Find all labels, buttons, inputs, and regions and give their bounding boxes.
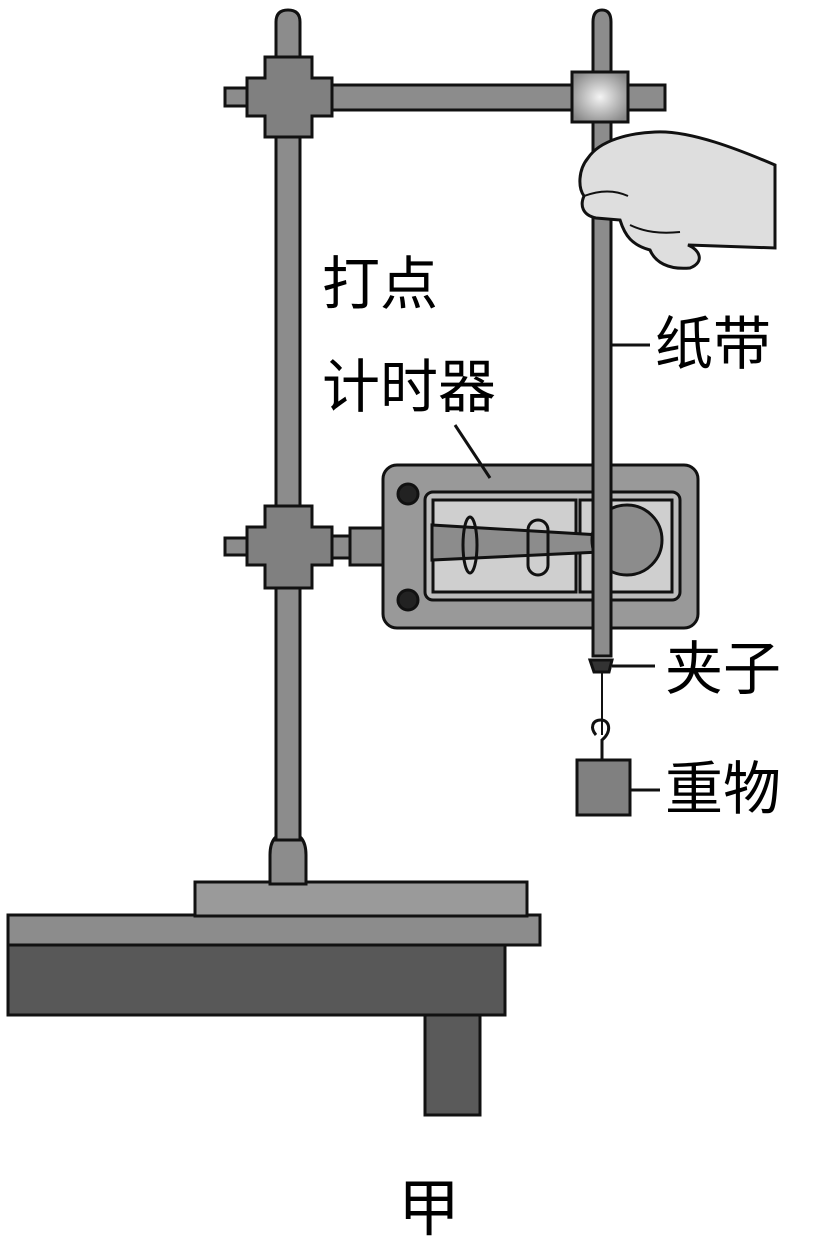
table-leg bbox=[423, 1010, 482, 1117]
label-weight: 重物 bbox=[665, 755, 782, 823]
leader-timer bbox=[453, 424, 492, 479]
top-cross-clamp bbox=[245, 55, 334, 139]
label-clip: 夹子 bbox=[665, 635, 782, 703]
table-body bbox=[6, 941, 507, 1017]
weight-block bbox=[575, 758, 632, 817]
label-timer-line2: 计时器 bbox=[322, 353, 497, 421]
clip bbox=[587, 658, 614, 674]
hook bbox=[591, 718, 611, 760]
magnet-ring bbox=[526, 518, 550, 577]
coil-ring bbox=[461, 515, 479, 575]
hand bbox=[578, 130, 777, 270]
top-right-clamp bbox=[570, 70, 630, 124]
label-timer-line1: 打点 bbox=[322, 250, 439, 318]
table-top bbox=[6, 913, 542, 947]
mid-cross-clamp bbox=[245, 504, 334, 590]
figure-caption: 甲 bbox=[398, 1172, 461, 1245]
label-paper-tape: 纸带 bbox=[655, 310, 772, 378]
base-plate bbox=[193, 880, 529, 918]
stand-rod bbox=[274, 8, 302, 842]
timer-screw bbox=[396, 482, 420, 506]
timer-screw bbox=[396, 588, 420, 612]
